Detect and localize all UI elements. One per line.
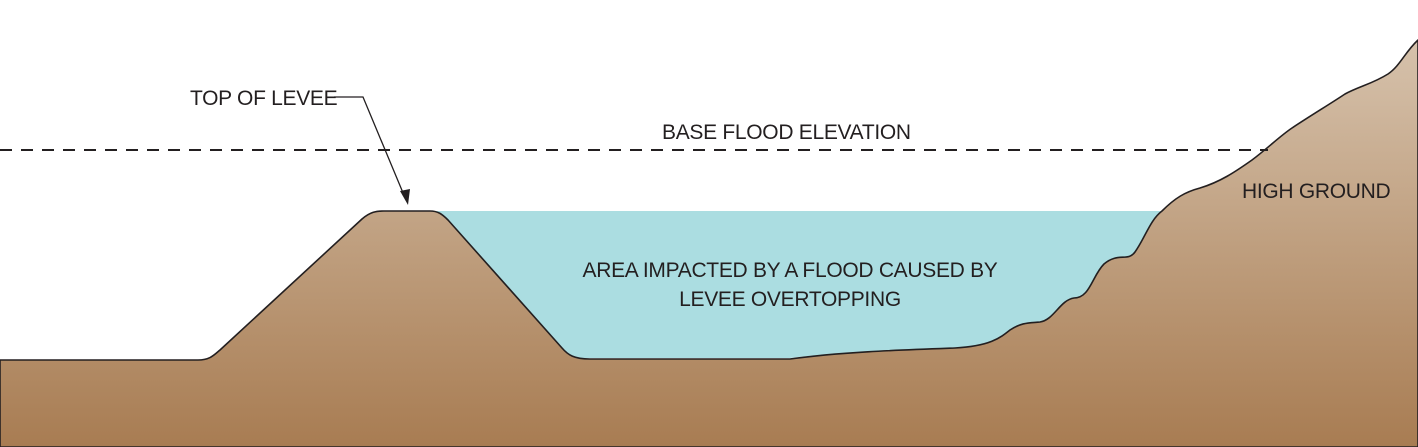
top-of-levee-arrowhead: [400, 189, 410, 205]
ground-cross-section: [0, 39, 1418, 447]
top-of-levee-label: TOP OF LEVEE: [190, 87, 338, 110]
impact-area-label-line-1: AREA IMPACTED BY A FLOOD CAUSED BY: [583, 259, 998, 282]
floodwater-area: [436, 211, 1162, 358]
impact-area-label-line-2: LEVEE OVERTOPPING: [679, 288, 901, 311]
base-flood-elevation-label: BASE FLOOD ELEVATION: [662, 121, 911, 144]
high-ground-label: HIGH GROUND: [1242, 180, 1391, 203]
top-of-levee-leader-line: [334, 96, 407, 201]
